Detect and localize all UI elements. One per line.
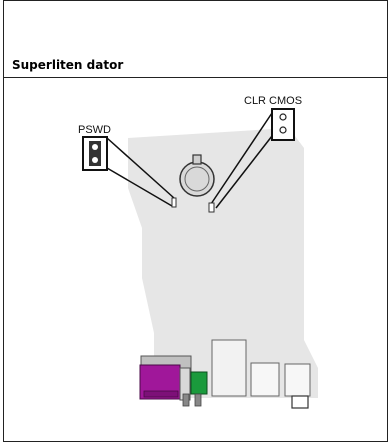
caption-row: Superliten dator: [4, 1, 387, 78]
cmos-battery: [179, 154, 215, 197]
system-board-outline: [128, 128, 318, 398]
clr-cmos-jumper-callout: CLR CMOS: [208, 95, 302, 213]
motherboard-illustration: PSWD CLR CMOS: [4, 78, 387, 443]
pswd-jumper-callout: PSWD: [78, 124, 177, 208]
board-diagram: PSWD CLR CMOS: [78, 95, 318, 409]
pswd-label: PSWD: [78, 124, 111, 136]
rear-io-connectors: [139, 339, 311, 409]
clr-cmos-label: CLR CMOS: [244, 95, 302, 107]
table-caption: Superliten dator: [12, 58, 124, 72]
figure-table: Superliten dator PSWD: [3, 0, 388, 442]
